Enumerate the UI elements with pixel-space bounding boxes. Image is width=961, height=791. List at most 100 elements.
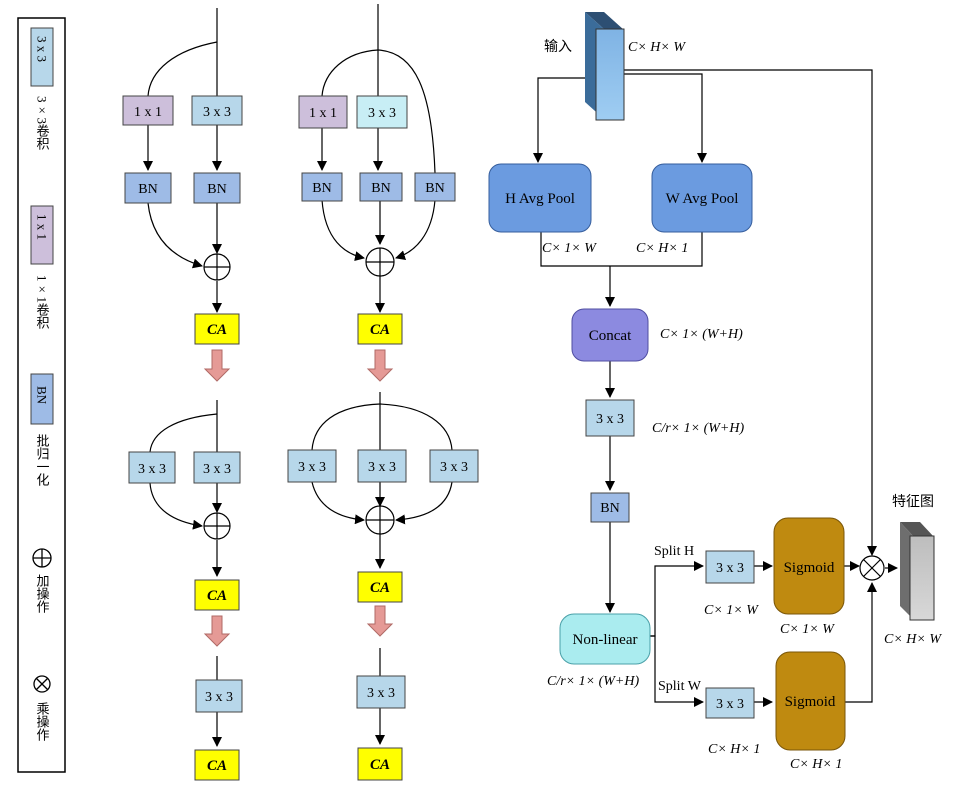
svg-text:3 x 3: 3 x 3 — [138, 462, 166, 477]
bn-box: BN — [414, 172, 456, 202]
add-icon — [365, 505, 395, 535]
bn-box: BN — [359, 172, 403, 202]
svg-text:3 x 3: 3 x 3 — [35, 36, 50, 62]
conv-w-dim-label: C× H× 1 — [708, 742, 760, 757]
input-label: 输入 — [544, 39, 572, 55]
legend-bn-box: BN — [30, 373, 54, 425]
input-dim-label: C× H× W — [628, 40, 686, 55]
multiply-icon — [859, 555, 885, 581]
block-b-deploy — [311, 392, 453, 745]
ca-box: CA — [357, 313, 403, 345]
svg-text:BN: BN — [138, 182, 157, 197]
svg-text:Sigmoid: Sigmoid — [785, 694, 836, 710]
svg-text:3 x 3: 3 x 3 — [716, 697, 744, 712]
block-b-train — [317, 4, 436, 313]
svg-text:BN: BN — [35, 386, 50, 405]
legend-conv3-label: 3×3卷积 — [35, 96, 50, 150]
svg-text:H Avg Pool: H Avg Pool — [505, 191, 575, 207]
legend-multiply-icon — [33, 675, 51, 693]
conv3-box: 3 x 3 — [191, 95, 243, 126]
split-h-label: Split H — [654, 544, 694, 559]
ca-box: CA — [194, 579, 240, 611]
conv1-box: 1 x 1 — [298, 95, 348, 129]
legend-conv1-box: 1 x 1 — [30, 205, 54, 265]
svg-text:3 x 3: 3 x 3 — [205, 690, 233, 705]
svg-text:BN: BN — [600, 501, 619, 516]
legend-bn-label: 批归一化 — [35, 434, 50, 487]
nonlinear-box: Non-linear — [559, 613, 651, 665]
output-dim-label: C× H× W — [884, 632, 942, 647]
conv3-box: 3 x 3 — [287, 449, 337, 483]
svg-text:BN: BN — [425, 181, 444, 196]
svg-text:CA: CA — [207, 588, 227, 604]
svg-text:3 x 3: 3 x 3 — [298, 460, 326, 475]
svg-text:BN: BN — [371, 181, 390, 196]
block-a-train — [143, 8, 222, 313]
add-icon — [203, 512, 231, 540]
svg-text:3 x 3: 3 x 3 — [368, 460, 396, 475]
ca-box: CA — [357, 571, 403, 603]
svg-text:BN: BN — [207, 182, 226, 197]
ca-box: CA — [357, 747, 403, 781]
legend-conv1-label: 1×1卷积 — [35, 275, 50, 329]
conv3-box: 3 x 3 — [193, 451, 241, 484]
transform-arrow-icon — [366, 349, 394, 382]
output-label: 特征图 — [892, 494, 934, 510]
add-icon — [203, 253, 231, 281]
svg-text:CA: CA — [370, 322, 390, 338]
svg-text:CA: CA — [370, 757, 390, 773]
svg-text:1 x 1: 1 x 1 — [309, 106, 337, 121]
transform-arrow-icon — [203, 349, 231, 382]
sigmoid-box: Sigmoid — [773, 517, 845, 615]
transform-arrow-icon — [203, 615, 231, 647]
svg-text:W Avg Pool: W Avg Pool — [666, 191, 739, 207]
conv3-box: 3 x 3 — [195, 679, 243, 713]
conv3-box: 3 x 3 — [356, 95, 408, 129]
sigmoid-w-dim-label: C× H× 1 — [790, 757, 842, 772]
svg-text:3 x 3: 3 x 3 — [596, 412, 624, 427]
split-w-label: Split W — [658, 679, 702, 694]
concat-box: Concat — [571, 308, 649, 362]
sigmoid-box: Sigmoid — [775, 651, 846, 751]
output-tensor — [900, 522, 935, 621]
svg-text:1 x 1: 1 x 1 — [134, 105, 162, 120]
conv3-box: 3 x 3 — [128, 451, 176, 484]
conv3-box: 3 x 3 — [429, 449, 479, 483]
svg-text:Non-linear: Non-linear — [573, 632, 638, 648]
concat-dim-label: C× 1× (W+H) — [660, 327, 743, 342]
legend-add-icon — [32, 548, 52, 568]
conv3-box: 3 x 3 — [357, 449, 407, 483]
legend-conv3-box: 3 x 3 — [30, 27, 54, 87]
conv-h-dim-label: C× 1× W — [704, 603, 759, 618]
ca-box: CA — [194, 749, 240, 781]
h-pool-dim-label: C× 1× W — [542, 241, 597, 256]
svg-text:Sigmoid: Sigmoid — [784, 560, 835, 576]
svg-text:3 x 3: 3 x 3 — [367, 686, 395, 701]
w-pool-dim-label: C× H× 1 — [636, 241, 688, 256]
legend-panel: 3 x 3 3×3卷积 1 x 1 1×1卷积 BN 批归一化 加操作 乘操作 — [17, 17, 66, 773]
transform-arrow-icon — [366, 605, 394, 637]
conv3-box: 3 x 3 — [356, 675, 406, 709]
add-icon — [365, 247, 395, 277]
nonlinear-dim-label: C/r× 1× (W+H) — [547, 674, 639, 689]
svg-text:3 x 3: 3 x 3 — [368, 106, 396, 121]
legend-add-label: 加操作 — [35, 574, 50, 613]
conv3-box: 3 x 3 — [705, 550, 755, 584]
svg-text:BN: BN — [312, 181, 331, 196]
ca-box: CA — [194, 313, 240, 345]
legend-multiply-label: 乘操作 — [35, 702, 50, 741]
bn-box: BN — [590, 492, 630, 523]
svg-text:3 x 3: 3 x 3 — [716, 561, 744, 576]
input-tensor — [585, 12, 625, 121]
w-avg-pool-box: W Avg Pool — [651, 163, 753, 233]
svg-text:3 x 3: 3 x 3 — [203, 462, 231, 477]
svg-text:CA: CA — [207, 758, 227, 774]
block-a-deploy — [149, 400, 222, 747]
svg-text:1 x 1: 1 x 1 — [35, 214, 50, 240]
svg-text:3 x 3: 3 x 3 — [440, 460, 468, 475]
svg-text:CA: CA — [207, 322, 227, 338]
svg-text:3 x 3: 3 x 3 — [203, 105, 231, 120]
bn-box: BN — [301, 172, 343, 202]
bn-box: BN — [124, 172, 172, 204]
